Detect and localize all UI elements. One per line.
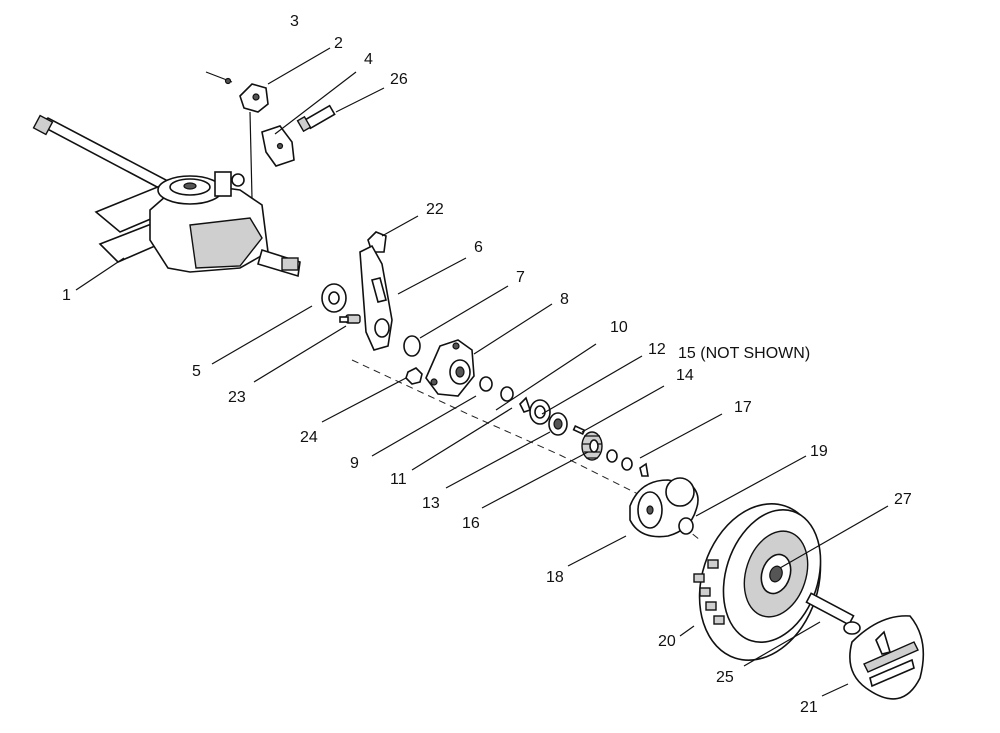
callout-12: 12 — [648, 341, 666, 358]
washer-part-9 — [479, 376, 493, 392]
callout-18: 18 — [546, 569, 564, 586]
leader-lines — [75, 47, 889, 697]
key-part-14 — [572, 425, 586, 435]
washer-part-5 — [321, 283, 347, 313]
callout-15: 15 (NOT SHOWN) — [678, 345, 810, 362]
clip-part-17 — [606, 449, 649, 477]
callout-2: 2 — [334, 35, 343, 52]
bearing-part-12 — [529, 399, 551, 425]
callout-23: 23 — [228, 389, 246, 406]
ring-part-7 — [403, 335, 421, 357]
pin-part-3 — [205, 71, 233, 85]
callout-27: 27 — [894, 491, 912, 508]
callout-7: 7 — [516, 269, 525, 286]
callout-labels: 1 2 3 4 5 6 7 8 9 10 11 12 13 14 15 (NOT… — [62, 13, 912, 716]
wheel-cover-part-21 — [849, 615, 925, 700]
bolt-part-23 — [339, 314, 361, 324]
clip-part-11 — [519, 396, 532, 413]
callout-11: 11 — [390, 471, 407, 488]
housing-part-8 — [425, 339, 475, 397]
callout-14: 14 — [676, 367, 694, 384]
callout-17: 17 — [734, 399, 752, 416]
callout-3: 3 — [290, 13, 299, 30]
callout-25: 25 — [716, 669, 734, 686]
knob-part-2 — [239, 83, 269, 199]
callout-4: 4 — [364, 51, 373, 68]
callout-26: 26 — [390, 71, 408, 88]
bearing-part-13 — [548, 412, 568, 436]
callout-13: 13 — [422, 495, 440, 512]
callout-6: 6 — [474, 239, 483, 256]
callout-10: 10 — [610, 319, 628, 336]
callout-8: 8 — [560, 291, 569, 308]
callout-20: 20 — [658, 633, 676, 650]
callout-24: 24 — [300, 429, 318, 446]
callout-22: 22 — [426, 201, 444, 218]
callout-19: 19 — [810, 443, 828, 460]
bracket-part-4 — [261, 125, 295, 167]
transmission-assembly — [32, 114, 301, 278]
callout-9: 9 — [350, 455, 359, 472]
nut-part-24 — [405, 367, 423, 385]
bolt-part-25 — [805, 592, 861, 635]
callout-16: 16 — [462, 515, 480, 532]
washer-part-19 — [678, 517, 694, 535]
washer-part-10 — [500, 386, 514, 402]
bolt-part-26 — [296, 104, 336, 133]
callout-5: 5 — [192, 363, 201, 380]
wheel-part-20 — [693, 503, 822, 661]
callout-1: 1 — [62, 287, 71, 304]
gear-part-16 — [581, 431, 603, 461]
plate-part-6 — [359, 244, 393, 351]
callout-21: 21 — [800, 699, 818, 716]
